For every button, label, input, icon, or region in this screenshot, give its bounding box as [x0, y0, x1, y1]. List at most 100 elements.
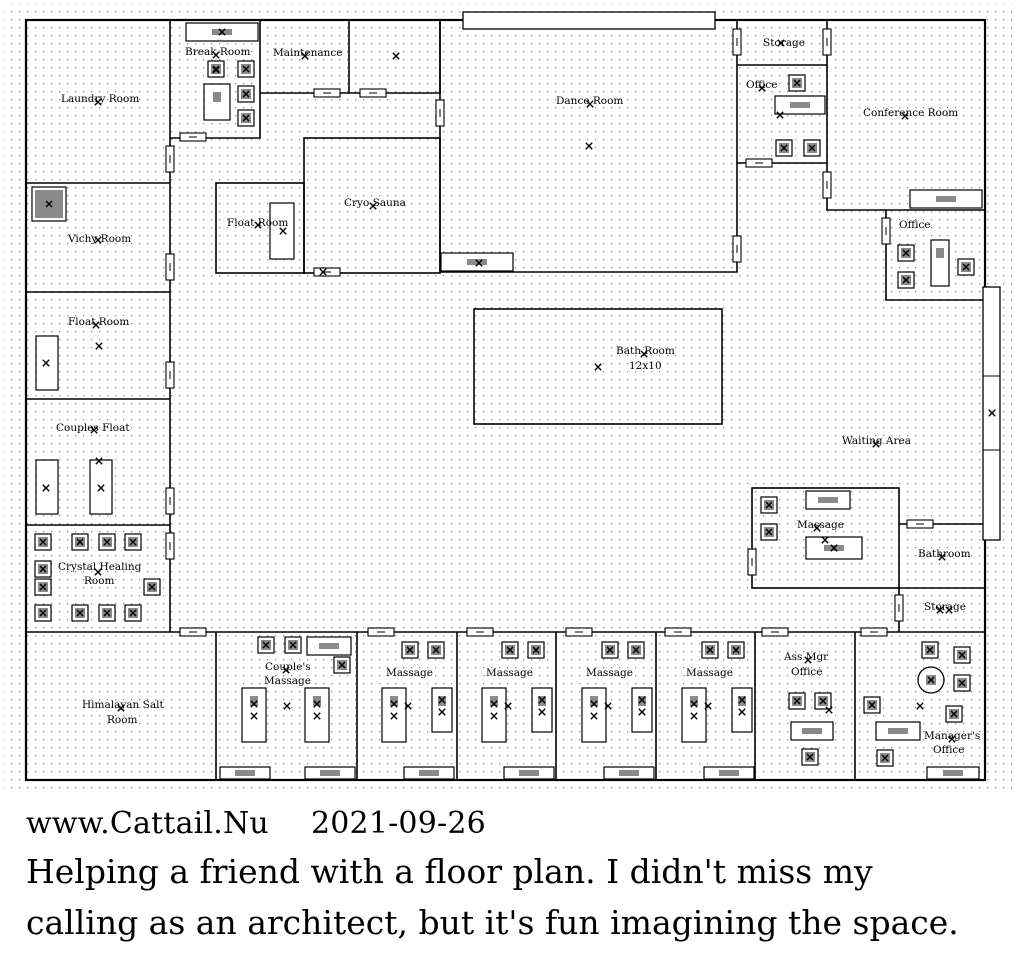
- x-mark-icon: [958, 651, 966, 659]
- shaded-box-icon: [237, 60, 255, 78]
- x-mark-icon: [825, 706, 833, 714]
- x-mark-icon: [94, 568, 102, 576]
- x-mark-icon: [289, 641, 297, 649]
- table-icon: [805, 490, 851, 510]
- shaded-box-icon: [897, 271, 915, 289]
- x-mark-icon: [765, 528, 773, 536]
- shaded-box-icon: [237, 109, 255, 127]
- label-waiting-area: Waiting Area: [842, 435, 911, 447]
- x-mark-icon: [958, 679, 966, 687]
- x-mark-icon: [927, 676, 935, 684]
- shaded-box-icon: [601, 641, 619, 659]
- x-mark-icon: [776, 111, 784, 119]
- x-mark-icon: [432, 646, 440, 654]
- x-mark-icon: [95, 342, 103, 350]
- x-mark-icon: [242, 114, 250, 122]
- shaded-box-icon: [814, 692, 832, 710]
- caption-line-2: calling as an architect, but it's fun im…: [26, 903, 959, 942]
- label-laundry-room: Laundry Room: [61, 93, 139, 105]
- shaded-box-icon: [237, 85, 255, 103]
- door-icon: [860, 627, 888, 637]
- shaded-box-icon: [124, 533, 142, 551]
- label-crystal-healing-2: Room: [84, 575, 115, 587]
- door-icon: [565, 627, 593, 637]
- room-labels: Laundry Room Break Room Maintenance Danc…: [56, 37, 980, 756]
- x-mark-icon: [42, 359, 50, 367]
- x-mark-icon: [95, 457, 103, 465]
- x-mark-icon: [704, 702, 712, 710]
- x-mark-icon: [706, 646, 714, 654]
- label-break-room: Break Room: [185, 46, 250, 58]
- door-icon: [664, 627, 692, 637]
- shaded-box-icon: [427, 641, 445, 659]
- door-icon: [761, 627, 789, 637]
- shaded-box-icon: [284, 636, 302, 654]
- label-massage-1: Massage: [386, 667, 433, 679]
- label-massage-4: Massage: [686, 667, 733, 679]
- x-mark-icon: [313, 700, 321, 708]
- shaded-box-icon: [333, 656, 351, 674]
- door-icon: [881, 217, 891, 245]
- shaded-box-icon: [788, 74, 806, 92]
- table-icon: [790, 721, 834, 741]
- x-mark-icon: [793, 79, 801, 87]
- label-ass-mgr-1: Ass Mgr: [783, 651, 829, 663]
- table-icon: [35, 335, 59, 391]
- x-mark-icon: [962, 263, 970, 271]
- x-mark-icon: [97, 484, 105, 492]
- x-mark-icon: [506, 646, 514, 654]
- x-mark-icon: [490, 700, 498, 708]
- x-mark-icon: [45, 200, 53, 208]
- shaded-box-icon: [207, 60, 225, 78]
- label-himalayan-2: Room: [107, 714, 138, 726]
- label-conference-room: Conference Room: [863, 107, 958, 119]
- table-icon: [503, 766, 555, 780]
- site-name[interactable]: www.Cattail.Nu: [26, 806, 269, 841]
- x-mark-icon: [406, 646, 414, 654]
- label-massage-right: Massage: [797, 519, 844, 531]
- label-manager-2: Office: [933, 744, 965, 756]
- shaded-box-icon: [501, 641, 519, 659]
- table-icon: [481, 687, 507, 743]
- shaded-box-icon: [876, 749, 894, 767]
- x-mark-icon: [732, 646, 740, 654]
- shaded-box-icon: [945, 705, 963, 723]
- label-bathroom-right: Bathroom: [918, 548, 971, 560]
- x-mark-icon: [950, 710, 958, 718]
- table-icon: [241, 687, 267, 743]
- x-mark-icon: [504, 702, 512, 710]
- x-mark-icon: [475, 259, 483, 267]
- table-icon: [531, 687, 553, 733]
- table-icon: [219, 766, 271, 780]
- table-icon: [631, 687, 653, 733]
- x-mark-icon: [738, 708, 746, 716]
- shaded-box-icon: [760, 523, 778, 541]
- x-mark-icon: [390, 712, 398, 720]
- door-icon: [732, 28, 742, 56]
- floor-plan: Laundry Room Break Room Maintenance Danc…: [4, 4, 1012, 790]
- label-float-room-center: Float Room: [227, 217, 288, 229]
- x-mark-icon: [313, 712, 321, 720]
- x-mark-icon: [438, 708, 446, 716]
- x-mark-icon: [948, 735, 956, 743]
- label-massage-2: Massage: [486, 667, 533, 679]
- shaded-box-icon: [31, 186, 67, 222]
- x-mark-icon: [868, 701, 876, 709]
- table-icon: [875, 721, 921, 741]
- x-mark-icon: [640, 350, 648, 358]
- x-mark-icon: [780, 144, 788, 152]
- door-icon: [179, 627, 207, 637]
- x-mark-icon: [590, 712, 598, 720]
- x-mark-icon: [117, 704, 125, 712]
- shaded-box-icon: [34, 578, 52, 596]
- door-icon: [313, 267, 341, 277]
- furniture: [31, 22, 983, 780]
- shaded-box-icon: [527, 641, 545, 659]
- table-icon: [731, 687, 753, 733]
- x-mark-icon: [901, 112, 909, 120]
- label-bath-room: Bath Room: [616, 345, 675, 357]
- x-mark-icon: [902, 276, 910, 284]
- x-mark-icon: [369, 202, 377, 210]
- label-massage-3: Massage: [586, 667, 633, 679]
